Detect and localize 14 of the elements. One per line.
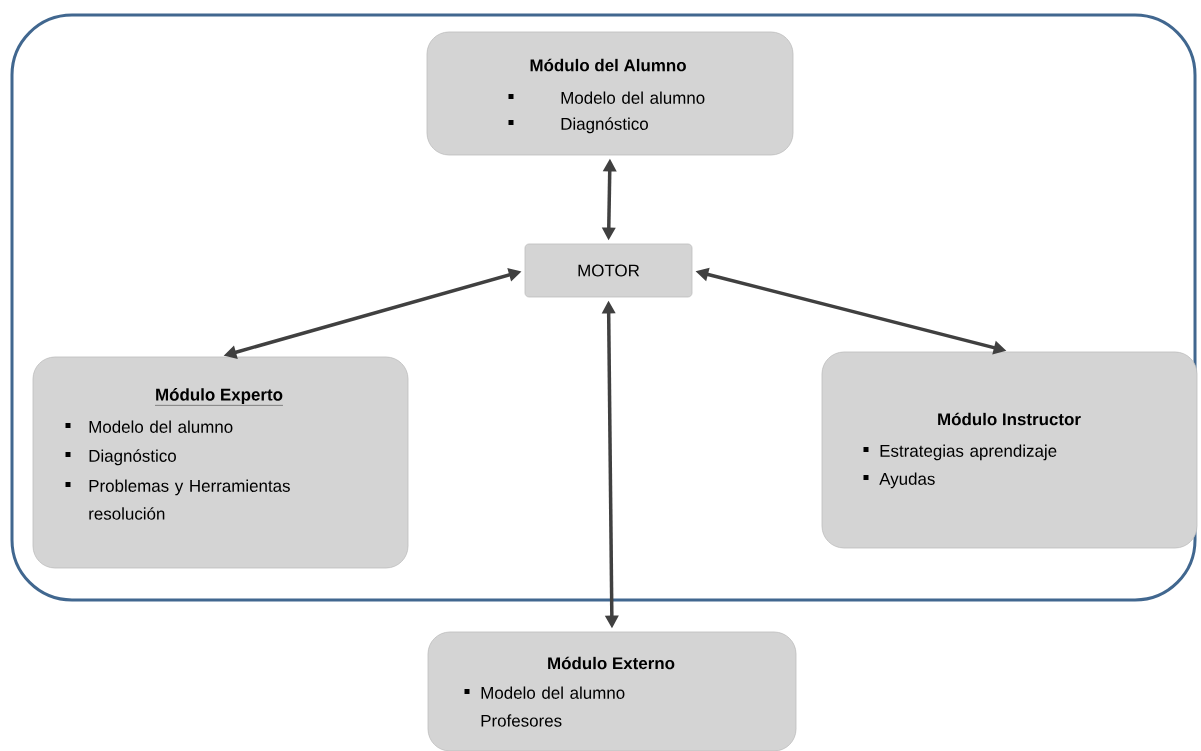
list-item: Diagnóstico [89, 449, 176, 466]
heading: Módulo Externo [548, 656, 675, 670]
frame-box [10, 13, 1197, 602]
heading: Módulo Experto [154, 388, 284, 406]
list-item: Modelo del alumno [89, 420, 233, 433]
process-box: MOTOR [524, 243, 693, 298]
heading: Módulo Instructor [938, 412, 1081, 426]
heading: Módulo del Alumno [530, 58, 686, 72]
list-item: Estrategias aprendizaje [880, 444, 1057, 461]
list-item: Ayudas [879, 472, 935, 489]
list-item: Modelo del alumno [561, 91, 705, 104]
list-item: Problemas y Herramientas resolución [89, 479, 290, 520]
list-item: Diagnóstico [561, 117, 648, 134]
list-item: Modelo del alumno Profesores [481, 686, 625, 727]
